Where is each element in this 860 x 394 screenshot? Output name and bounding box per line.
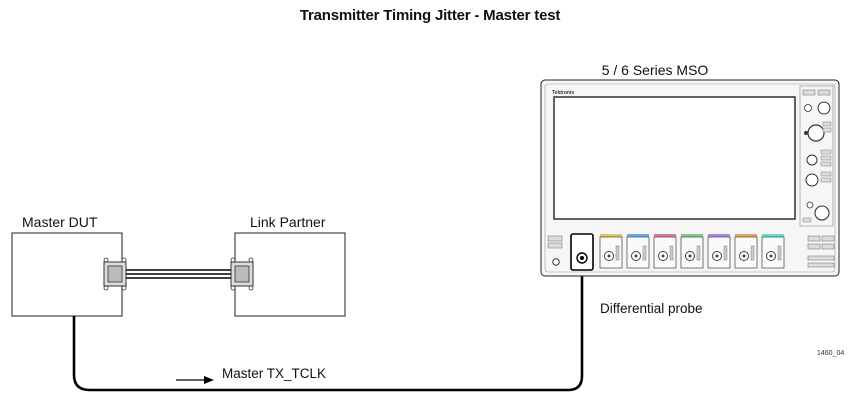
figure-id: 1460_04 <box>817 350 845 357</box>
oscilloscope: Tektronix <box>540 79 840 277</box>
master-dut-label: Master DUT <box>22 214 98 230</box>
scope-channel-connector <box>653 234 677 269</box>
master-connector-icon <box>103 257 127 291</box>
scope-power-area <box>547 235 563 266</box>
scope-channel-connector <box>734 234 758 269</box>
scope-screen <box>553 96 796 220</box>
scope-bottom-buttons <box>807 235 835 268</box>
signal-label: Master TX_TCLK <box>222 366 327 381</box>
scope-brand: Tektronix <box>552 90 574 96</box>
direction-arrow-icon <box>176 376 214 384</box>
probe-label: Differential probe <box>600 301 703 316</box>
link-cable <box>126 269 231 279</box>
oscilloscope-label: 5 / 6 Series MSO <box>601 62 709 78</box>
scope-control-panel <box>799 85 834 227</box>
scope-channel-inputs <box>599 234 785 269</box>
scope-channel-connector <box>761 234 785 269</box>
signal-cable <box>72 268 584 392</box>
scope-channel-connector <box>599 234 623 269</box>
scope-channel-connector <box>707 234 731 269</box>
scope-probe-input <box>570 233 594 271</box>
diagram-title: Transmitter Timing Jitter - Master test <box>299 7 561 24</box>
partner-connector-icon <box>230 257 254 291</box>
scope-channel-connector <box>680 234 704 269</box>
scope-channel-connector <box>626 234 650 269</box>
link-partner-label: Link Partner <box>250 214 326 230</box>
